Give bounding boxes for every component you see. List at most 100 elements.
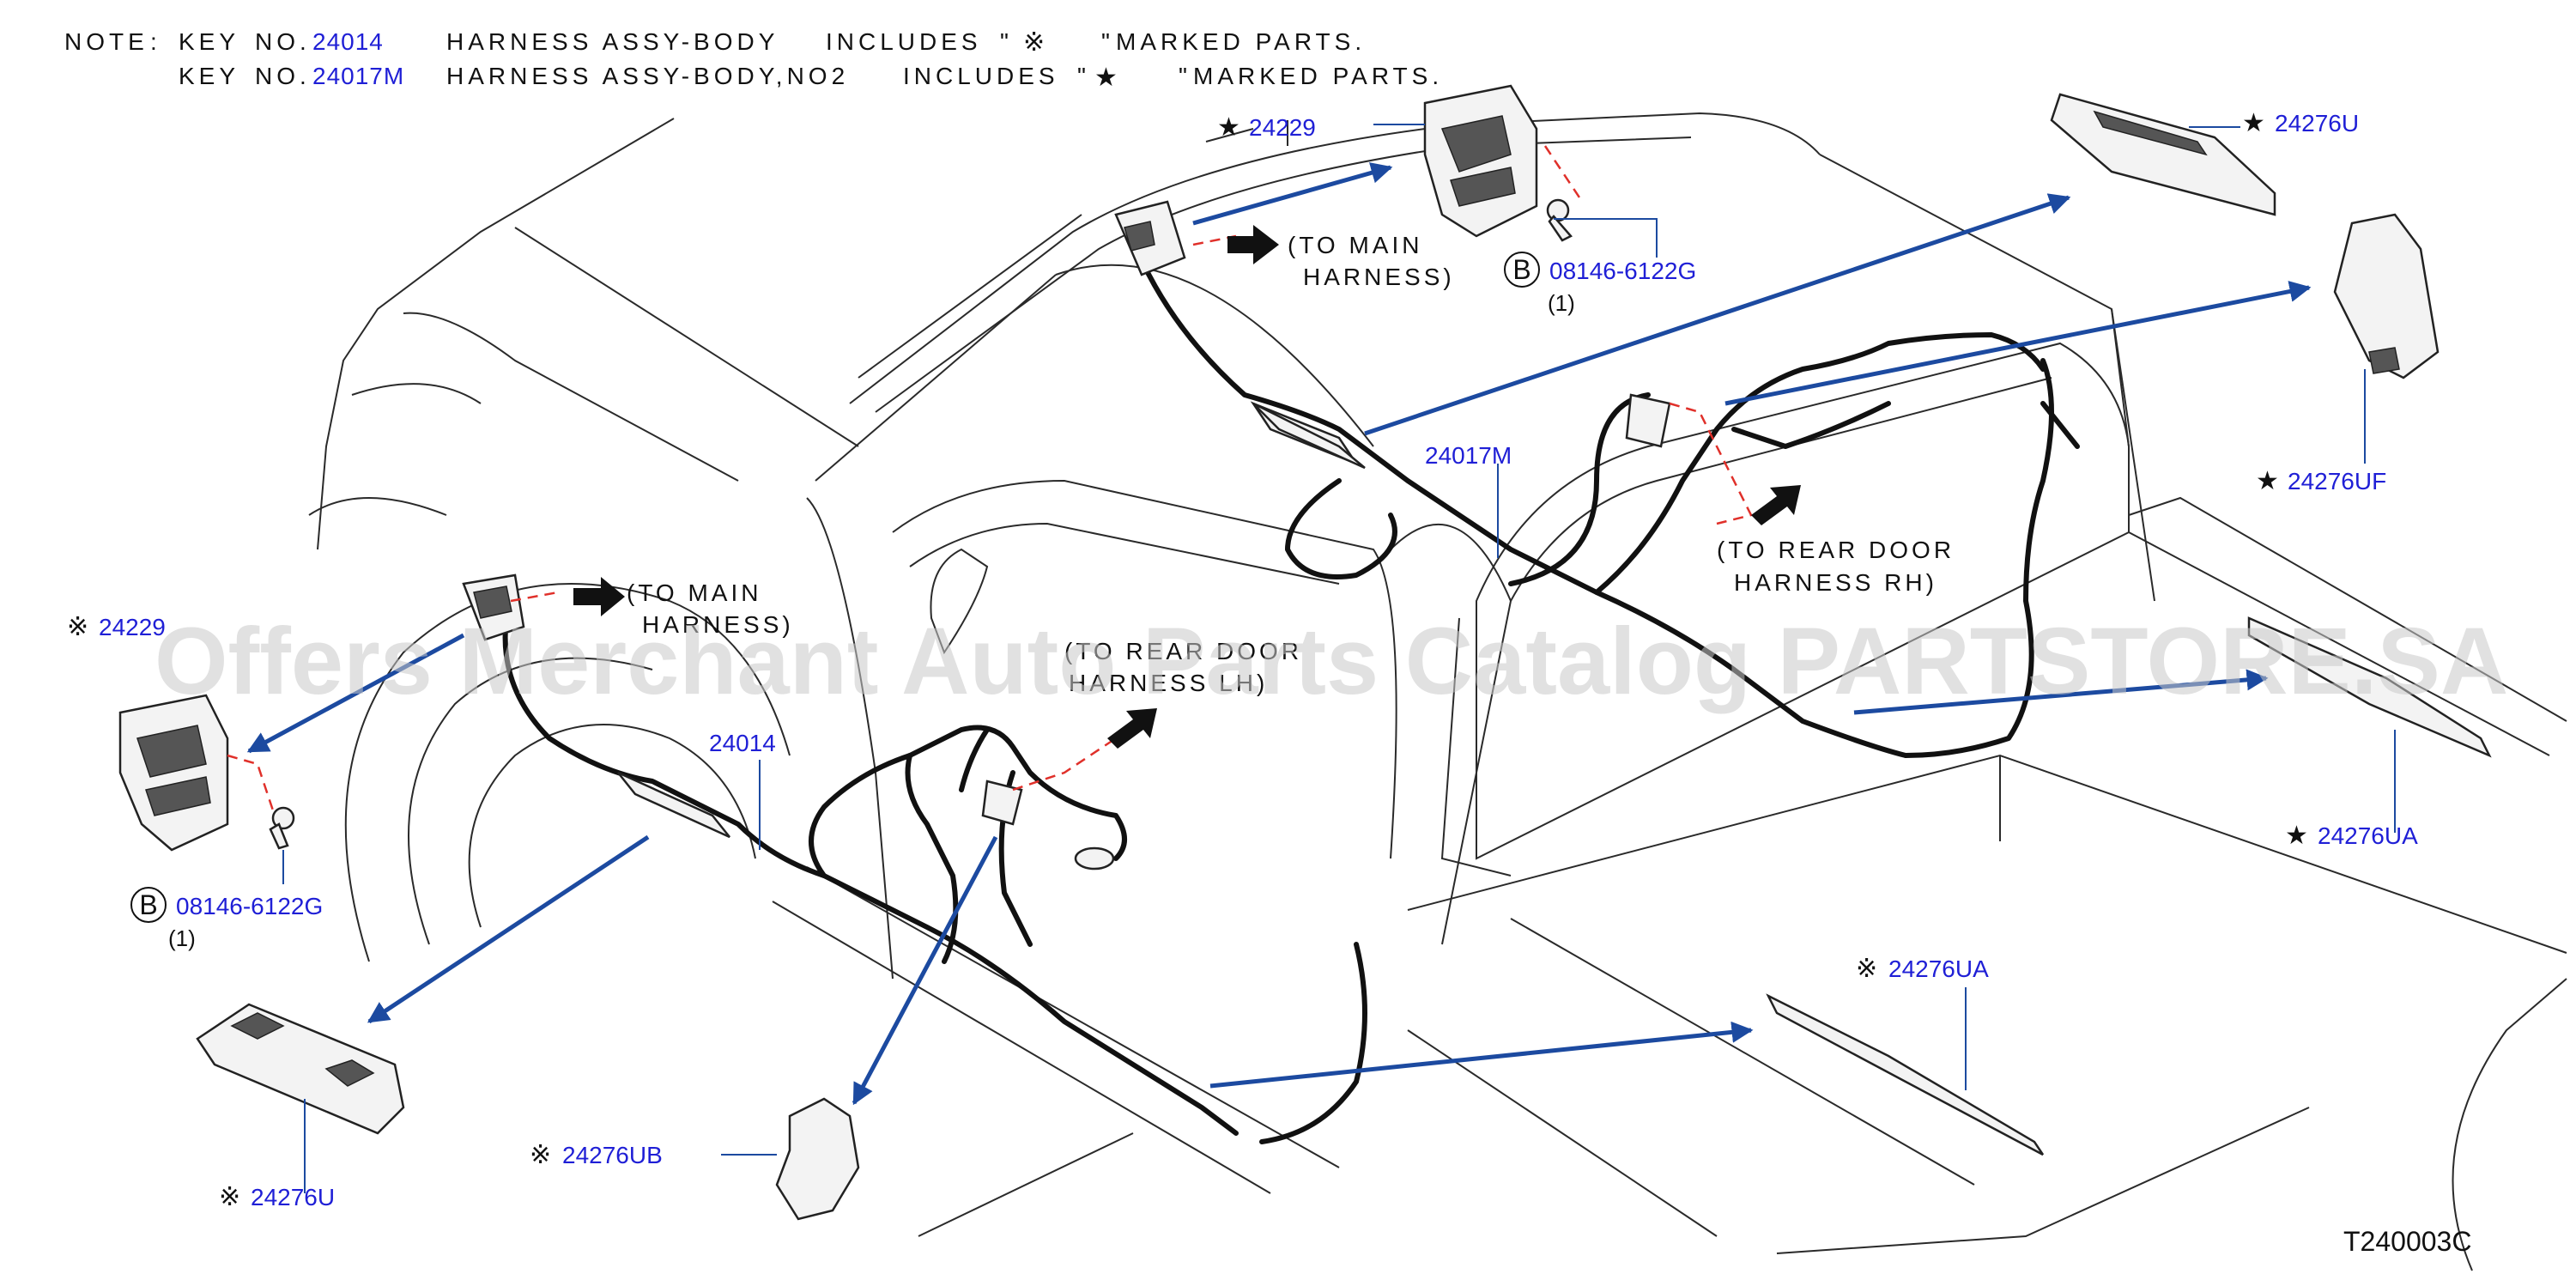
svg-text:HARNESS RH): HARNESS RH) <box>1734 569 1937 596</box>
relay-box-24229-top[interactable] <box>1423 84 1538 238</box>
harness-24017M-wire <box>1130 238 2080 758</box>
part-code[interactable]: 24276UB <box>562 1142 663 1168</box>
assembly-lines <box>227 145 1753 816</box>
callout-24014[interactable]: 24014 <box>709 730 776 756</box>
callout-24229-left[interactable]: ※ 24229 <box>67 612 166 642</box>
pointer-arrows <box>246 162 2312 1106</box>
part-code[interactable]: 24276U <box>251 1184 335 1210</box>
note-marked-parts: MARKED PARTS. <box>1116 28 1366 55</box>
module-24276UF-detail[interactable] <box>2333 213 2440 379</box>
callout-bolt-left[interactable]: B 08146-6122G (1) <box>130 887 323 951</box>
part-code[interactable]: 24017M <box>1425 442 1512 469</box>
bolt-circle-letter: B <box>1512 254 1530 285</box>
part-code[interactable]: 24276U <box>2275 110 2359 136</box>
star-icon: ★ <box>1217 112 1240 143</box>
label-to-main-harness-top: (TO MAIN HARNESS) <box>1288 232 1455 290</box>
svg-text:(TO MAIN: (TO MAIN <box>627 579 761 606</box>
part-code[interactable]: 08146-6122G <box>1549 258 1696 284</box>
part-code[interactable]: 08146-6122G <box>176 893 323 919</box>
svg-text:HARNESS): HARNESS) <box>1303 264 1455 290</box>
asterisk-icon: ※ <box>219 1182 240 1212</box>
module-24276U-top-detail[interactable] <box>2050 93 2276 216</box>
connector-rear-lh[interactable] <box>981 780 1023 826</box>
part-code[interactable]: 24229 <box>1249 114 1316 141</box>
connector-bracket-left[interactable] <box>462 573 525 641</box>
note-no-label: NO. <box>255 63 311 89</box>
callout-24276UA-mid[interactable]: ※ 24276UA <box>1856 954 1989 984</box>
note-includes: INCLUDES <box>903 63 1059 89</box>
svg-text:": " <box>1179 63 1191 89</box>
asterisk-icon: ※ <box>67 612 88 642</box>
note-marked-parts: MARKED PARTS. <box>1193 63 1443 89</box>
module-24276UA-mid-detail[interactable] <box>1766 993 2045 1156</box>
arrow-to-main-top <box>1227 225 1279 264</box>
arrow-to-rear-rh <box>1751 485 1801 525</box>
module-24276U-installed-left[interactable] <box>617 771 730 839</box>
callout-24017M[interactable]: 24017M <box>1425 442 1512 469</box>
svg-text:": " <box>1077 63 1090 89</box>
note-separator: : <box>150 28 161 55</box>
star-icon: ★ <box>2285 821 2308 851</box>
connector-rear-rh[interactable] <box>1625 393 1671 448</box>
note-symbol-star: ★ <box>1094 63 1118 93</box>
arrow-to-rear-lh <box>1107 708 1157 749</box>
module-24276UB-detail[interactable] <box>775 1097 860 1221</box>
note-key-24014[interactable]: 24014 <box>312 28 384 55</box>
part-code[interactable]: 24276UA <box>1888 956 1989 982</box>
bolt-top[interactable] <box>1546 198 1573 242</box>
module-24017M-body[interactable] <box>1252 402 1366 470</box>
label-to-main-harness-left: (TO MAIN HARNESS) <box>627 579 794 638</box>
star-icon: ★ <box>2242 108 2265 138</box>
asterisk-icon: ※ <box>1856 954 1877 984</box>
label-to-rear-door-lh: (TO REAR DOOR HARNESS LH) <box>1064 638 1302 696</box>
svg-text:(TO REAR DOOR: (TO REAR DOOR <box>1064 638 1302 664</box>
vehicle-body-outline <box>308 112 2567 1271</box>
callout-bolt-top[interactable]: B 08146-6122G (1) <box>1504 252 1696 316</box>
note-no-label: NO. <box>255 28 311 55</box>
module-24276U-bottom-detail[interactable] <box>196 1003 405 1135</box>
note-harness-name: HARNESS ASSY-BODY,NO2 <box>446 63 849 89</box>
svg-text:": " <box>1000 28 1013 55</box>
note-prefix: NOTE <box>64 28 148 55</box>
label-to-rear-door-rh: (TO REAR DOOR HARNESS RH) <box>1717 537 1955 596</box>
leader-lines <box>282 124 2396 1193</box>
callout-24276UB[interactable]: ※ 24276UB <box>530 1140 663 1170</box>
ground-terminal[interactable] <box>1074 846 1115 871</box>
note-key-label: KEY <box>179 28 239 55</box>
note-includes: INCLUDES <box>826 28 982 55</box>
arrow-to-main-left <box>573 577 625 616</box>
note-symbol-asterisk: ※ <box>1023 27 1045 58</box>
callout-24229-top[interactable]: ★ 24229 <box>1217 112 1316 143</box>
svg-text:(TO MAIN: (TO MAIN <box>1288 232 1422 258</box>
bolt-left[interactable] <box>269 806 295 850</box>
svg-text:HARNESS LH): HARNESS LH) <box>1069 670 1268 696</box>
watermark: Offers Merchant Auto Parts Catalog PARTS… <box>155 609 2508 714</box>
note-key-24017M[interactable]: 24017M <box>312 63 404 89</box>
star-icon: ★ <box>2256 466 2279 496</box>
callout-24276U-top[interactable]: ★ 24276U <box>2242 108 2359 138</box>
quantity: (1) <box>168 925 196 951</box>
callout-24276UA-right[interactable]: ★ 24276UA <box>2285 821 2418 851</box>
direction-arrows <box>573 225 1801 749</box>
harness-24014-wire <box>502 616 1367 1144</box>
svg-text:": " <box>1101 28 1114 55</box>
quantity: (1) <box>1548 290 1575 316</box>
svg-text:(TO REAR DOOR: (TO REAR DOOR <box>1717 537 1955 563</box>
svg-text:HARNESS): HARNESS) <box>642 611 794 638</box>
callout-24276UF[interactable]: ★ 24276UF <box>2256 466 2386 496</box>
note-block: NOTE : KEY NO. 24014 HARNESS ASSY-BODY I… <box>64 27 1443 93</box>
bolt-circle-letter: B <box>139 889 157 920</box>
connector-bracket-top[interactable] <box>1114 200 1186 276</box>
part-code[interactable]: 24276UA <box>2318 822 2418 849</box>
callout-24276U-bottom[interactable]: ※ 24276U <box>219 1182 335 1212</box>
diagram-code: T240003C <box>2343 1226 2471 1257</box>
part-code[interactable]: 24014 <box>709 730 776 756</box>
relay-box-24229-left[interactable] <box>118 694 229 852</box>
part-code[interactable]: 24229 <box>99 614 166 640</box>
part-code[interactable]: 24276UF <box>2288 468 2386 494</box>
note-key-label: KEY <box>179 63 239 89</box>
module-24276UA-right-detail[interactable] <box>2247 616 2492 758</box>
note-harness-name: HARNESS ASSY-BODY <box>446 28 779 55</box>
asterisk-icon: ※ <box>530 1140 551 1170</box>
